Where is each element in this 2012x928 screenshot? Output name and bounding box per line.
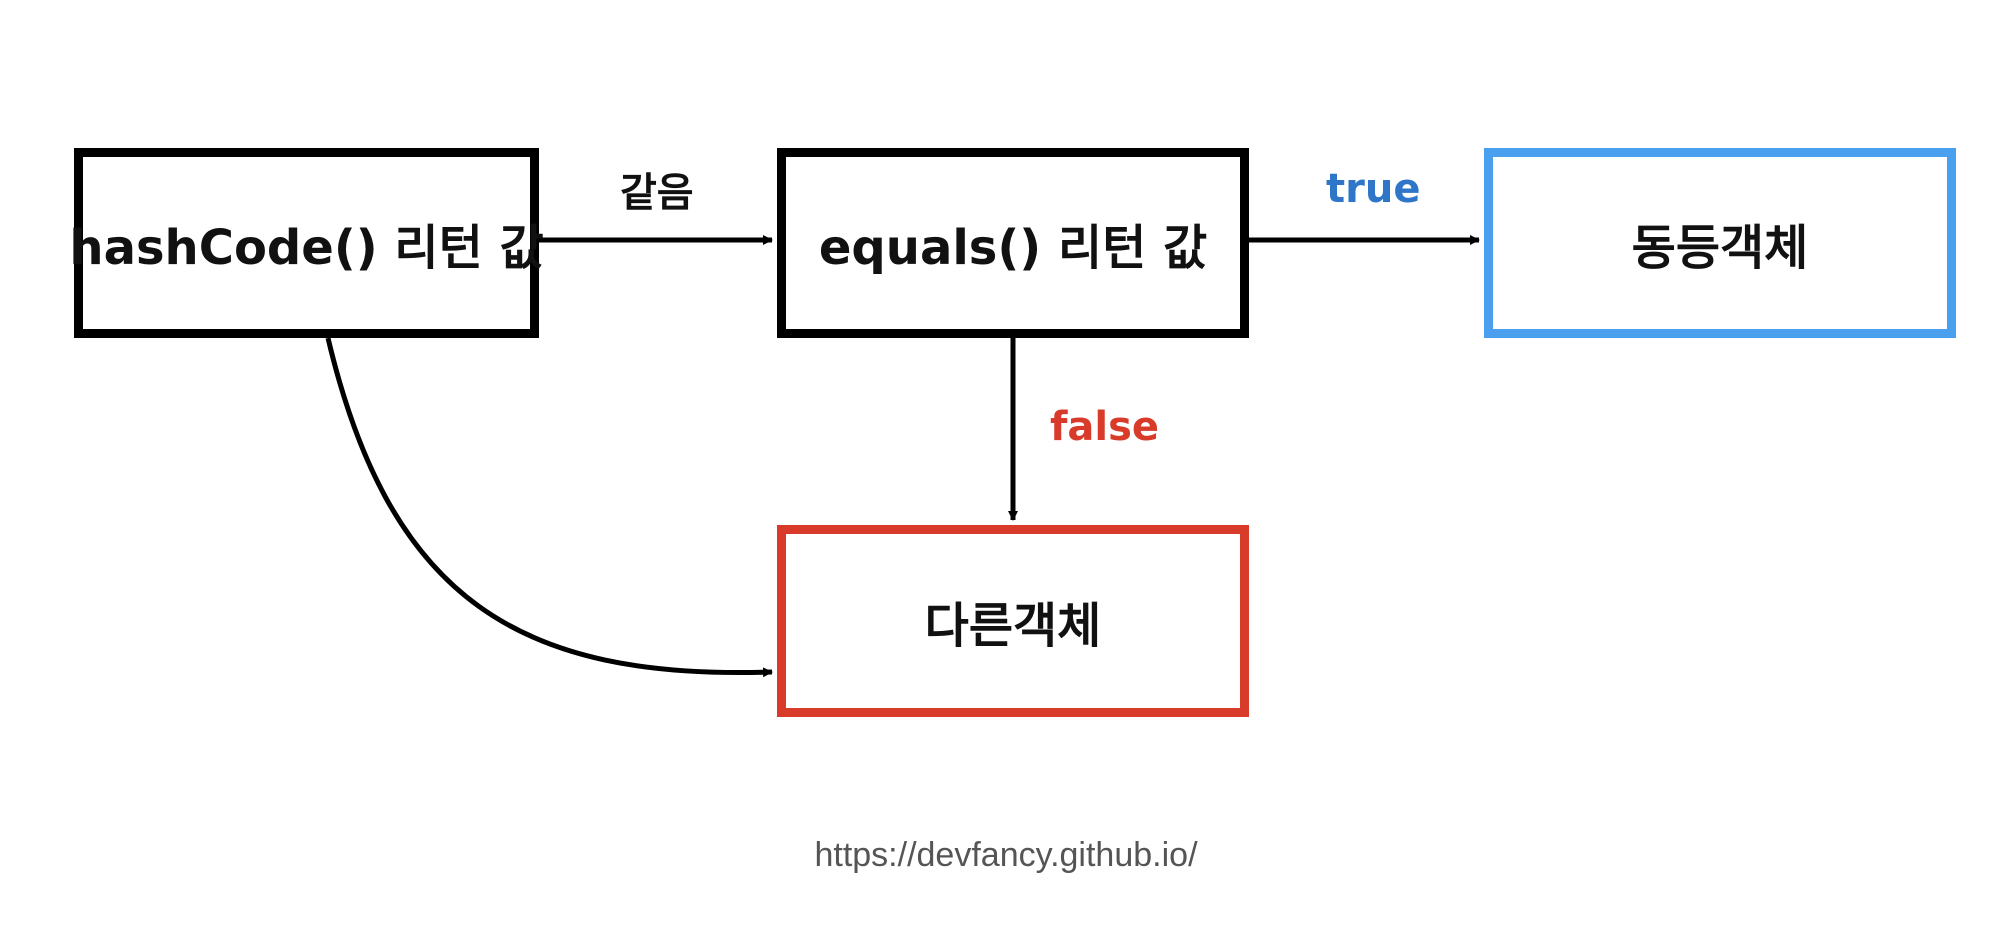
edge-label-true: true (1326, 166, 1421, 212)
different-object-label: 다른객체 (924, 598, 1102, 654)
equal-object-label: 동등객체 (1631, 220, 1809, 276)
equals-node-label: equals() 리턴 값 (818, 220, 1208, 276)
equal-object-node: 동등객체 (1484, 148, 1956, 338)
edge-label-false: false (1050, 404, 1160, 450)
arrow-hash-to-different-object (325, 337, 773, 678)
equals-node: equals() 리턴 값 (777, 148, 1249, 338)
hashcode-node-label: hashCode() 리턴 값 (69, 220, 544, 276)
footer-url: https://devfancy.github.io/ (814, 836, 1198, 874)
hashcode-node: hashCode() 리턴 값 (69, 148, 544, 338)
different-object-node: 다른객체 (777, 525, 1249, 717)
edge-label-same: 같음 (620, 170, 694, 216)
